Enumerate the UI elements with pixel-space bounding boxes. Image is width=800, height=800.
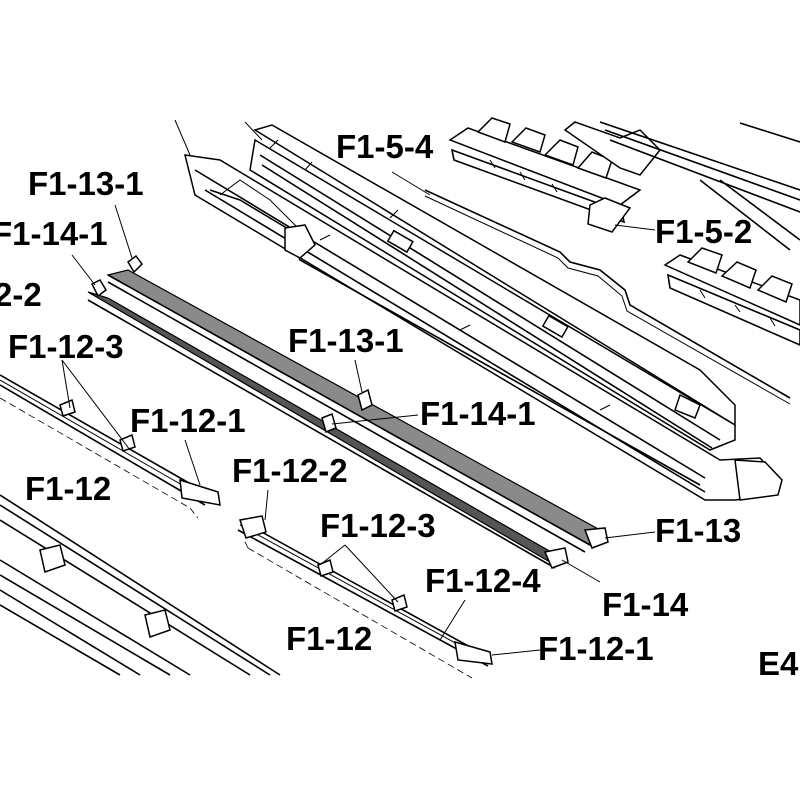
- label-f1-12-1-left: F1-12-1: [130, 402, 246, 439]
- heat-exchanger-housing: [184, 154, 783, 501]
- vane-bracket-lower: [663, 247, 800, 346]
- label-f1-14-1-mid: F1-14-1: [420, 395, 536, 432]
- louver-assembly-left: [0, 374, 221, 506]
- top-right-frame: [563, 121, 800, 251]
- label-f1-12-2-left: 2-2: [0, 276, 42, 313]
- label-f1-5-4: F1-5-4: [336, 128, 434, 165]
- louver-assembly-lower: [237, 515, 493, 667]
- label-page-code: E4: [758, 645, 799, 682]
- dimension-lines: [0, 397, 473, 679]
- label-f1-12-left: F1-12: [25, 470, 111, 507]
- rod-f1-5-4: [424, 189, 791, 405]
- label-f1-5-2: F1-5-2: [655, 213, 752, 250]
- main-chassis: [249, 124, 736, 451]
- label-f1-12-3-mid: F1-12-3: [320, 507, 436, 544]
- label-f1-13-1-mid: F1-13-1: [288, 322, 404, 359]
- filter-f1-13: [106, 254, 609, 553]
- label-f1-14: F1-14: [602, 586, 689, 623]
- label-f1-12-bottom: F1-12: [286, 620, 372, 657]
- leader-lines: [61, 119, 656, 656]
- vane-bracket-upper: [448, 117, 642, 233]
- front-panel: [0, 494, 281, 676]
- label-f1-13-1-top: F1-13-1: [28, 165, 144, 202]
- filter-f1-14: [87, 279, 569, 569]
- label-f1-14-1-top: F1-14-1: [0, 215, 108, 252]
- label-f1-13: F1-13: [655, 512, 741, 549]
- label-f1-12-3-left: F1-12-3: [8, 328, 124, 365]
- label-f1-12-2-mid: F1-12-2: [232, 452, 348, 489]
- label-f1-12-4: F1-12-4: [425, 562, 541, 599]
- label-f1-12-1-bottom: F1-12-1: [538, 630, 654, 667]
